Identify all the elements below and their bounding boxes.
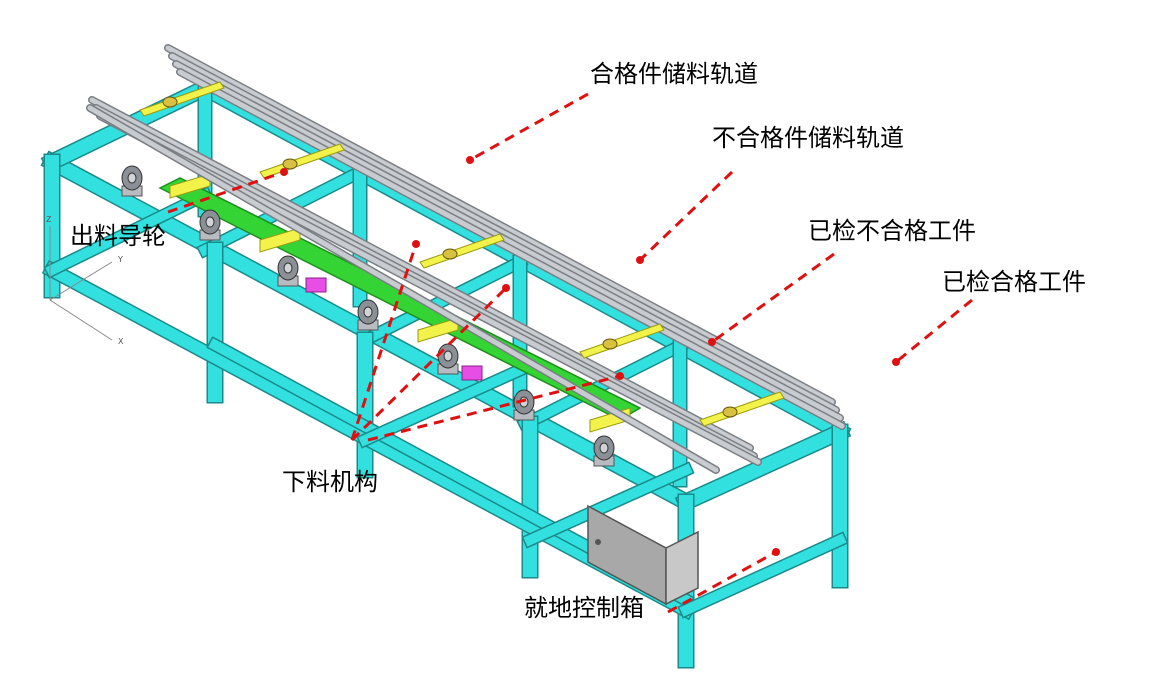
label-qualified-track: 合格件储料轨道 xyxy=(590,60,758,88)
label-local-control-box: 就地控制箱 xyxy=(524,594,644,622)
leader-line-checked-qualified xyxy=(895,298,973,364)
wheel-hub-7 xyxy=(599,442,609,454)
axis-z-label: Z xyxy=(46,215,52,224)
leader-lines xyxy=(167,92,973,614)
rail-rod-8 xyxy=(87,105,719,473)
leader-dot-qualified xyxy=(466,156,474,164)
leader-line-unload-2 xyxy=(350,286,508,442)
label-checked-qualified: 已检合格工件 xyxy=(942,268,1086,296)
transfer-arm-3 xyxy=(419,233,505,269)
wheel-hub-3 xyxy=(283,262,293,274)
wheel-hub-5 xyxy=(443,350,453,362)
leader-dot-unload-1 xyxy=(412,240,420,248)
wheel-hub-2 xyxy=(205,216,215,228)
frame-lower-left-end xyxy=(45,188,212,277)
push-block-3 xyxy=(417,317,459,343)
coordinate-triad: Z Y X xyxy=(46,215,124,346)
leader-line-control-box xyxy=(667,550,777,614)
guide-wheels xyxy=(121,165,615,467)
cylinder-block-2 xyxy=(461,365,483,381)
axis-x-label: X xyxy=(118,337,124,346)
green-lifting-beam xyxy=(158,173,642,433)
arm-pivot-4 xyxy=(602,338,618,350)
axis-y-line xyxy=(49,261,113,301)
label-output-guide-wheel: 出料导轮 xyxy=(70,222,166,250)
leader-line-unload-3 xyxy=(367,374,621,442)
push-block-1 xyxy=(169,173,211,199)
push-block-2 xyxy=(259,227,301,253)
rail-rod-1 xyxy=(165,45,835,405)
leader-dot-checked-unqualified xyxy=(708,338,716,346)
rail-rod-5 xyxy=(89,97,753,451)
label-unloading-mechanism: 下料机构 xyxy=(282,468,378,496)
rail-rod-4 xyxy=(177,69,845,429)
control-box-front xyxy=(587,504,667,606)
misc-parts xyxy=(305,277,699,606)
label-checked-unqualified: 已检不合格工件 xyxy=(808,217,976,245)
leader-dot-unload-2 xyxy=(502,284,510,292)
arm-pivot-5 xyxy=(722,406,738,418)
arm-pivot-3 xyxy=(442,248,458,260)
rail-rod-3 xyxy=(173,61,843,421)
axis-x-line xyxy=(49,299,113,341)
transfer-arm-4 xyxy=(579,323,665,359)
leader-line-guide-wheel xyxy=(167,170,285,214)
frame-lower-cross xyxy=(523,463,693,547)
frame-top-right-end xyxy=(676,422,850,512)
storage-rails xyxy=(86,44,846,474)
leader-dot-checked-qualified xyxy=(892,358,900,366)
cylinder-block-1 xyxy=(305,277,327,293)
frame-lower-cross-2 xyxy=(358,363,527,447)
leader-line-qualified xyxy=(469,92,589,162)
frame-lower-right-end xyxy=(679,533,847,617)
frame-top-cross-2 xyxy=(358,255,527,347)
label-unqualified-track: 不合格件储料轨道 xyxy=(712,124,904,152)
leader-line-unqualified xyxy=(638,170,734,262)
leader-dot-unqualified xyxy=(636,256,644,264)
leader-line-unload-1 xyxy=(350,243,418,441)
leader-dot-unload-3 xyxy=(616,372,624,380)
arm-pivot-1 xyxy=(162,96,178,108)
leader-line-checked-unqualified xyxy=(711,252,835,344)
transfer-arm-1 xyxy=(139,81,225,117)
leader-dot-guide-wheel xyxy=(280,168,288,176)
control-box-side xyxy=(665,530,699,606)
rail-rod-2 xyxy=(169,53,839,413)
wheel-hub-4 xyxy=(363,306,373,318)
control-box-handle xyxy=(595,539,601,545)
leader-dot-control-box xyxy=(772,548,780,556)
arm-pivot-2 xyxy=(282,158,298,170)
wheel-hub-1 xyxy=(127,172,137,184)
transfer-arm-5 xyxy=(699,391,785,427)
axis-y-label: Y xyxy=(117,255,123,264)
frame-top-cross-3 xyxy=(518,339,687,431)
